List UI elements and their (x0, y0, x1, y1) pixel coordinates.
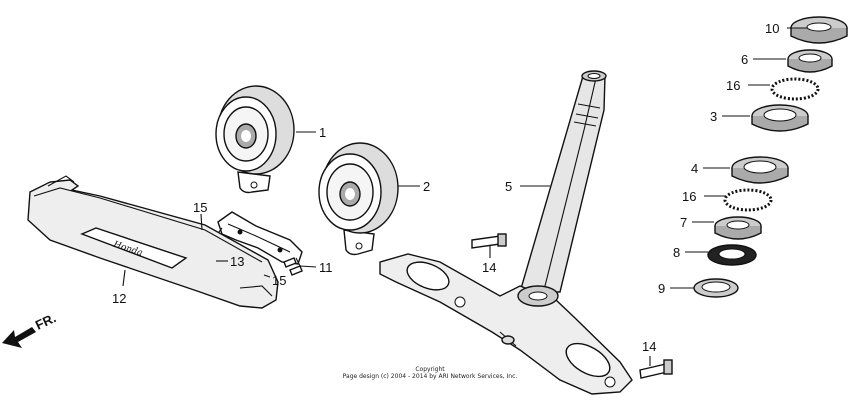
callout-labels: 1 2 5 10 6 16 3 4 16 7 8 9 14 14 15 13 1… (112, 21, 779, 354)
callout-8: 8 (673, 245, 680, 260)
callout-15-upper: 15 (193, 200, 207, 215)
copyright-line-1: Copyright (415, 366, 445, 373)
ball-race-4[interactable] (731, 156, 789, 184)
upper-cone-race-6[interactable] (787, 49, 833, 73)
callout-1: 1 (319, 125, 326, 140)
dust-seal-8[interactable] (707, 244, 757, 266)
callout-9: 9 (658, 281, 665, 296)
emblem-panel-12[interactable]: Honda (27, 175, 279, 309)
callout-11: 11 (319, 260, 333, 275)
bolt-11b[interactable] (289, 265, 303, 276)
callout-4: 4 (691, 161, 698, 176)
top-nut-10[interactable] (790, 16, 848, 44)
bolt-14-upper[interactable] (471, 233, 507, 249)
steering-stem-5[interactable] (519, 70, 607, 293)
direction-label: FR. (33, 310, 58, 332)
callout-14-upper: 14 (482, 260, 496, 275)
callout-5: 5 (505, 179, 512, 194)
callout-12: 12 (112, 291, 126, 306)
steel-balls-16-upper[interactable] (770, 77, 820, 101)
callout-13: 13 (230, 254, 244, 269)
callout-10: 10 (765, 21, 779, 36)
ball-race-3[interactable] (751, 104, 809, 132)
callout-15-lower: 15 (272, 273, 286, 288)
callout-7: 7 (680, 215, 687, 230)
callout-14-lower: 14 (642, 339, 656, 354)
horn-2[interactable] (318, 142, 399, 256)
callout-2: 2 (423, 179, 430, 194)
leader-lines (122, 27, 808, 366)
copyright-notice: Copyright Page design (c) 2004 - 2014 by… (330, 366, 530, 380)
bottom-bridge[interactable] (379, 253, 633, 395)
dust-seal-washer-9[interactable] (693, 278, 739, 298)
callout-3: 3 (710, 109, 717, 124)
copyright-line-2: Page design (c) 2004 - 2014 by ARI Netwo… (342, 373, 518, 380)
horn-1[interactable] (215, 85, 295, 194)
callout-6: 6 (741, 52, 748, 67)
bolt-14-lower[interactable] (639, 359, 673, 379)
bolt-11a[interactable] (283, 257, 297, 268)
callout-16-upper: 16 (726, 78, 740, 93)
bottom-cone-race-7[interactable] (714, 216, 762, 240)
callout-16-lower: 16 (682, 189, 696, 204)
front-direction-arrow: FR. (2, 310, 58, 348)
horn-bracket-11[interactable] (215, 211, 303, 267)
steel-balls-16-lower[interactable] (723, 188, 773, 212)
